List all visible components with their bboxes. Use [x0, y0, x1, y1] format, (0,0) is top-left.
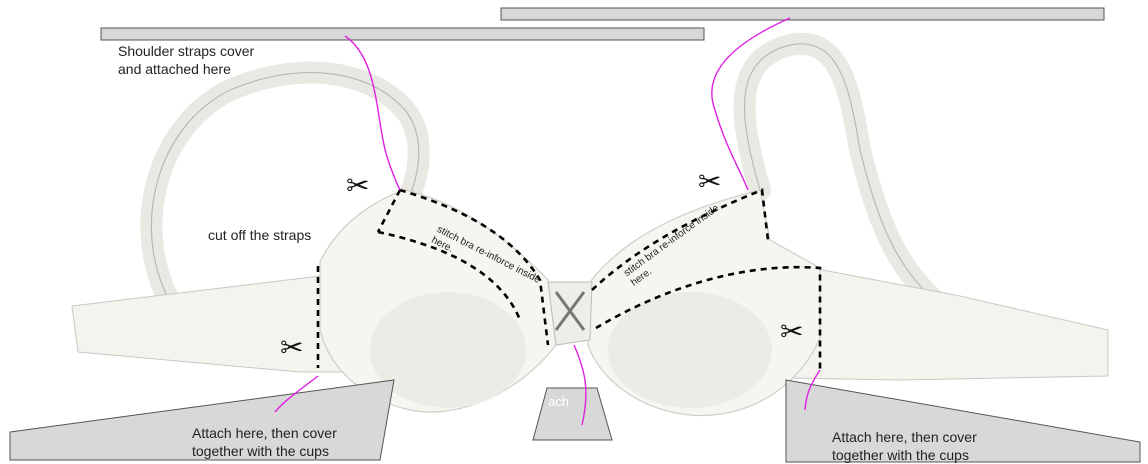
scissors-icon: ✂	[346, 172, 369, 200]
scissors-icon: ✂	[780, 318, 803, 346]
strap-cover-strip-left	[101, 28, 704, 40]
attach-left-label: Attach here, then cover together with th…	[192, 424, 382, 460]
center-partial-label: ach	[548, 393, 569, 411]
right-band	[780, 262, 1108, 380]
center-attach-patch	[533, 388, 612, 440]
attach-right-label: Attach here, then cover together with th…	[832, 428, 1022, 464]
shoulder-straps-label: Shoulder straps cover and attached here	[118, 42, 258, 78]
cut-off-straps-label: cut off the straps	[208, 226, 311, 244]
scissors-icon: ✂	[280, 334, 303, 362]
scissors-icon: ✂	[698, 168, 721, 196]
strap-cover-strip-right	[501, 8, 1104, 20]
